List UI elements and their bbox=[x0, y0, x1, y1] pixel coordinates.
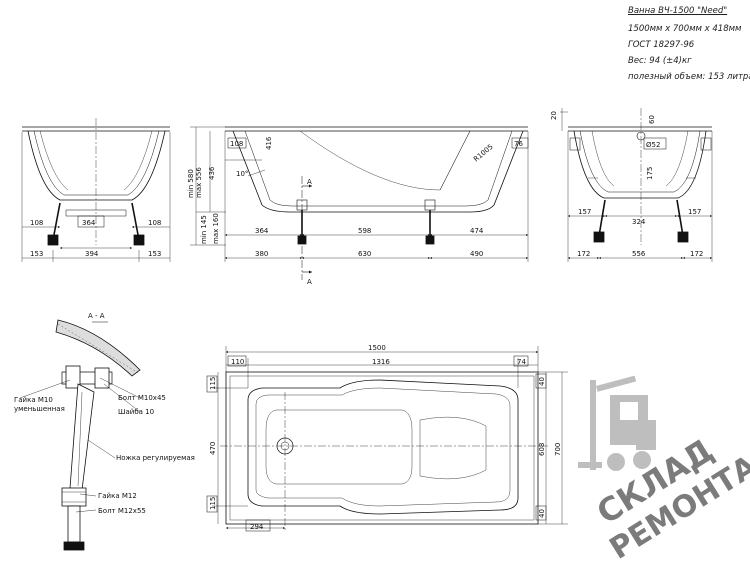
plan-view bbox=[206, 346, 568, 532]
label-nut-m10-reduced: уменьшенная bbox=[14, 405, 65, 413]
label-washer: Шайба 10 bbox=[118, 408, 154, 416]
plan-dim-1316: 1316 bbox=[372, 358, 390, 366]
side-dim-364: 364 bbox=[255, 227, 269, 235]
plan-dim-115-bottom: 115 bbox=[209, 497, 217, 510]
side-dim-76: 76 bbox=[514, 140, 523, 148]
end-dim-157-right: 157 bbox=[688, 208, 701, 216]
plan-dim-700: 700 bbox=[554, 443, 562, 456]
end-dim-20: 20 bbox=[550, 111, 558, 120]
side-dim-10deg: 10° bbox=[236, 170, 248, 178]
side-view bbox=[190, 126, 529, 280]
plan-dim-115-top: 115 bbox=[209, 377, 217, 390]
spec-volume: полезный объем: 153 литра bbox=[628, 72, 750, 82]
side-dim-598: 598 bbox=[358, 227, 371, 235]
plan-dim-470: 470 bbox=[209, 442, 217, 455]
watermark-logo: СКЛАД РЕМОНТА bbox=[578, 375, 750, 565]
section-a-a bbox=[19, 319, 141, 551]
spec-model: Ванна ВЧ-1500 "Need" bbox=[628, 6, 728, 16]
label-nut-m10: Гайка М10 bbox=[14, 396, 53, 404]
section-mark-bottom: A bbox=[307, 278, 312, 286]
spec-size: 1500мм х 700мм х 418мм bbox=[628, 24, 742, 34]
end-dim-172-left: 172 bbox=[577, 250, 590, 258]
side-dim-436: 436 bbox=[208, 166, 216, 180]
end-dim-157-left: 157 bbox=[578, 208, 591, 216]
label-bolt-m10: Болт М10х45 bbox=[118, 394, 166, 402]
side-dim-416: 416 bbox=[265, 136, 273, 150]
end-dim-d52: Ø52 bbox=[646, 141, 660, 149]
section-mark-top: A bbox=[307, 178, 312, 186]
end-dim-60: 60 bbox=[648, 115, 656, 124]
front-dim-364: 364 bbox=[82, 219, 96, 227]
section-title: А - А bbox=[88, 312, 105, 320]
end-dim-556: 556 bbox=[632, 250, 646, 258]
end-dim-172-right: 172 bbox=[690, 250, 703, 258]
plan-dim-294: 294 bbox=[250, 523, 264, 531]
side-dim-490: 490 bbox=[470, 250, 483, 258]
side-dim-min-580: min 580 bbox=[187, 169, 195, 198]
front-dim-108-left: 108 bbox=[30, 219, 43, 227]
side-dim-380: 380 bbox=[255, 250, 268, 258]
end-dim-324: 324 bbox=[632, 218, 646, 226]
side-dim-max-160: max 160 bbox=[212, 213, 220, 244]
plan-dim-74: 74 bbox=[517, 358, 526, 366]
front-dim-394: 394 bbox=[85, 250, 99, 258]
plan-dim-608: 608 bbox=[538, 443, 546, 456]
label-nut-m12: Гайка М12 bbox=[98, 492, 137, 500]
end-dim-175: 175 bbox=[646, 167, 654, 180]
spec-gost: ГОСТ 18297-96 bbox=[628, 40, 695, 50]
front-view bbox=[21, 118, 171, 262]
plan-dim-40-top: 40 bbox=[538, 377, 546, 386]
side-dim-108: 108 bbox=[230, 140, 243, 148]
label-bolt-m12: Болт М12х55 bbox=[98, 507, 146, 515]
side-dim-min-145: min 145 bbox=[200, 215, 208, 244]
forklift-icon bbox=[578, 375, 656, 471]
spec-weight: Вес: 94 (±4)кг bbox=[628, 56, 692, 66]
plan-dim-110: 110 bbox=[231, 358, 244, 366]
front-dim-108-right: 108 bbox=[148, 219, 161, 227]
end-view bbox=[560, 108, 713, 262]
side-dim-max-556: max 556 bbox=[195, 167, 203, 198]
side-dim-474: 474 bbox=[470, 227, 484, 235]
side-dim-r1005: R1005 bbox=[472, 143, 495, 164]
front-dim-153-right: 153 bbox=[148, 250, 161, 258]
label-adjustable-leg: Ножка регулируемая bbox=[116, 454, 195, 462]
plan-dim-1500: 1500 bbox=[368, 344, 386, 352]
plan-dim-40-bottom: 40 bbox=[538, 509, 546, 518]
side-dim-630: 630 bbox=[358, 250, 371, 258]
front-dim-153-left: 153 bbox=[30, 250, 43, 258]
